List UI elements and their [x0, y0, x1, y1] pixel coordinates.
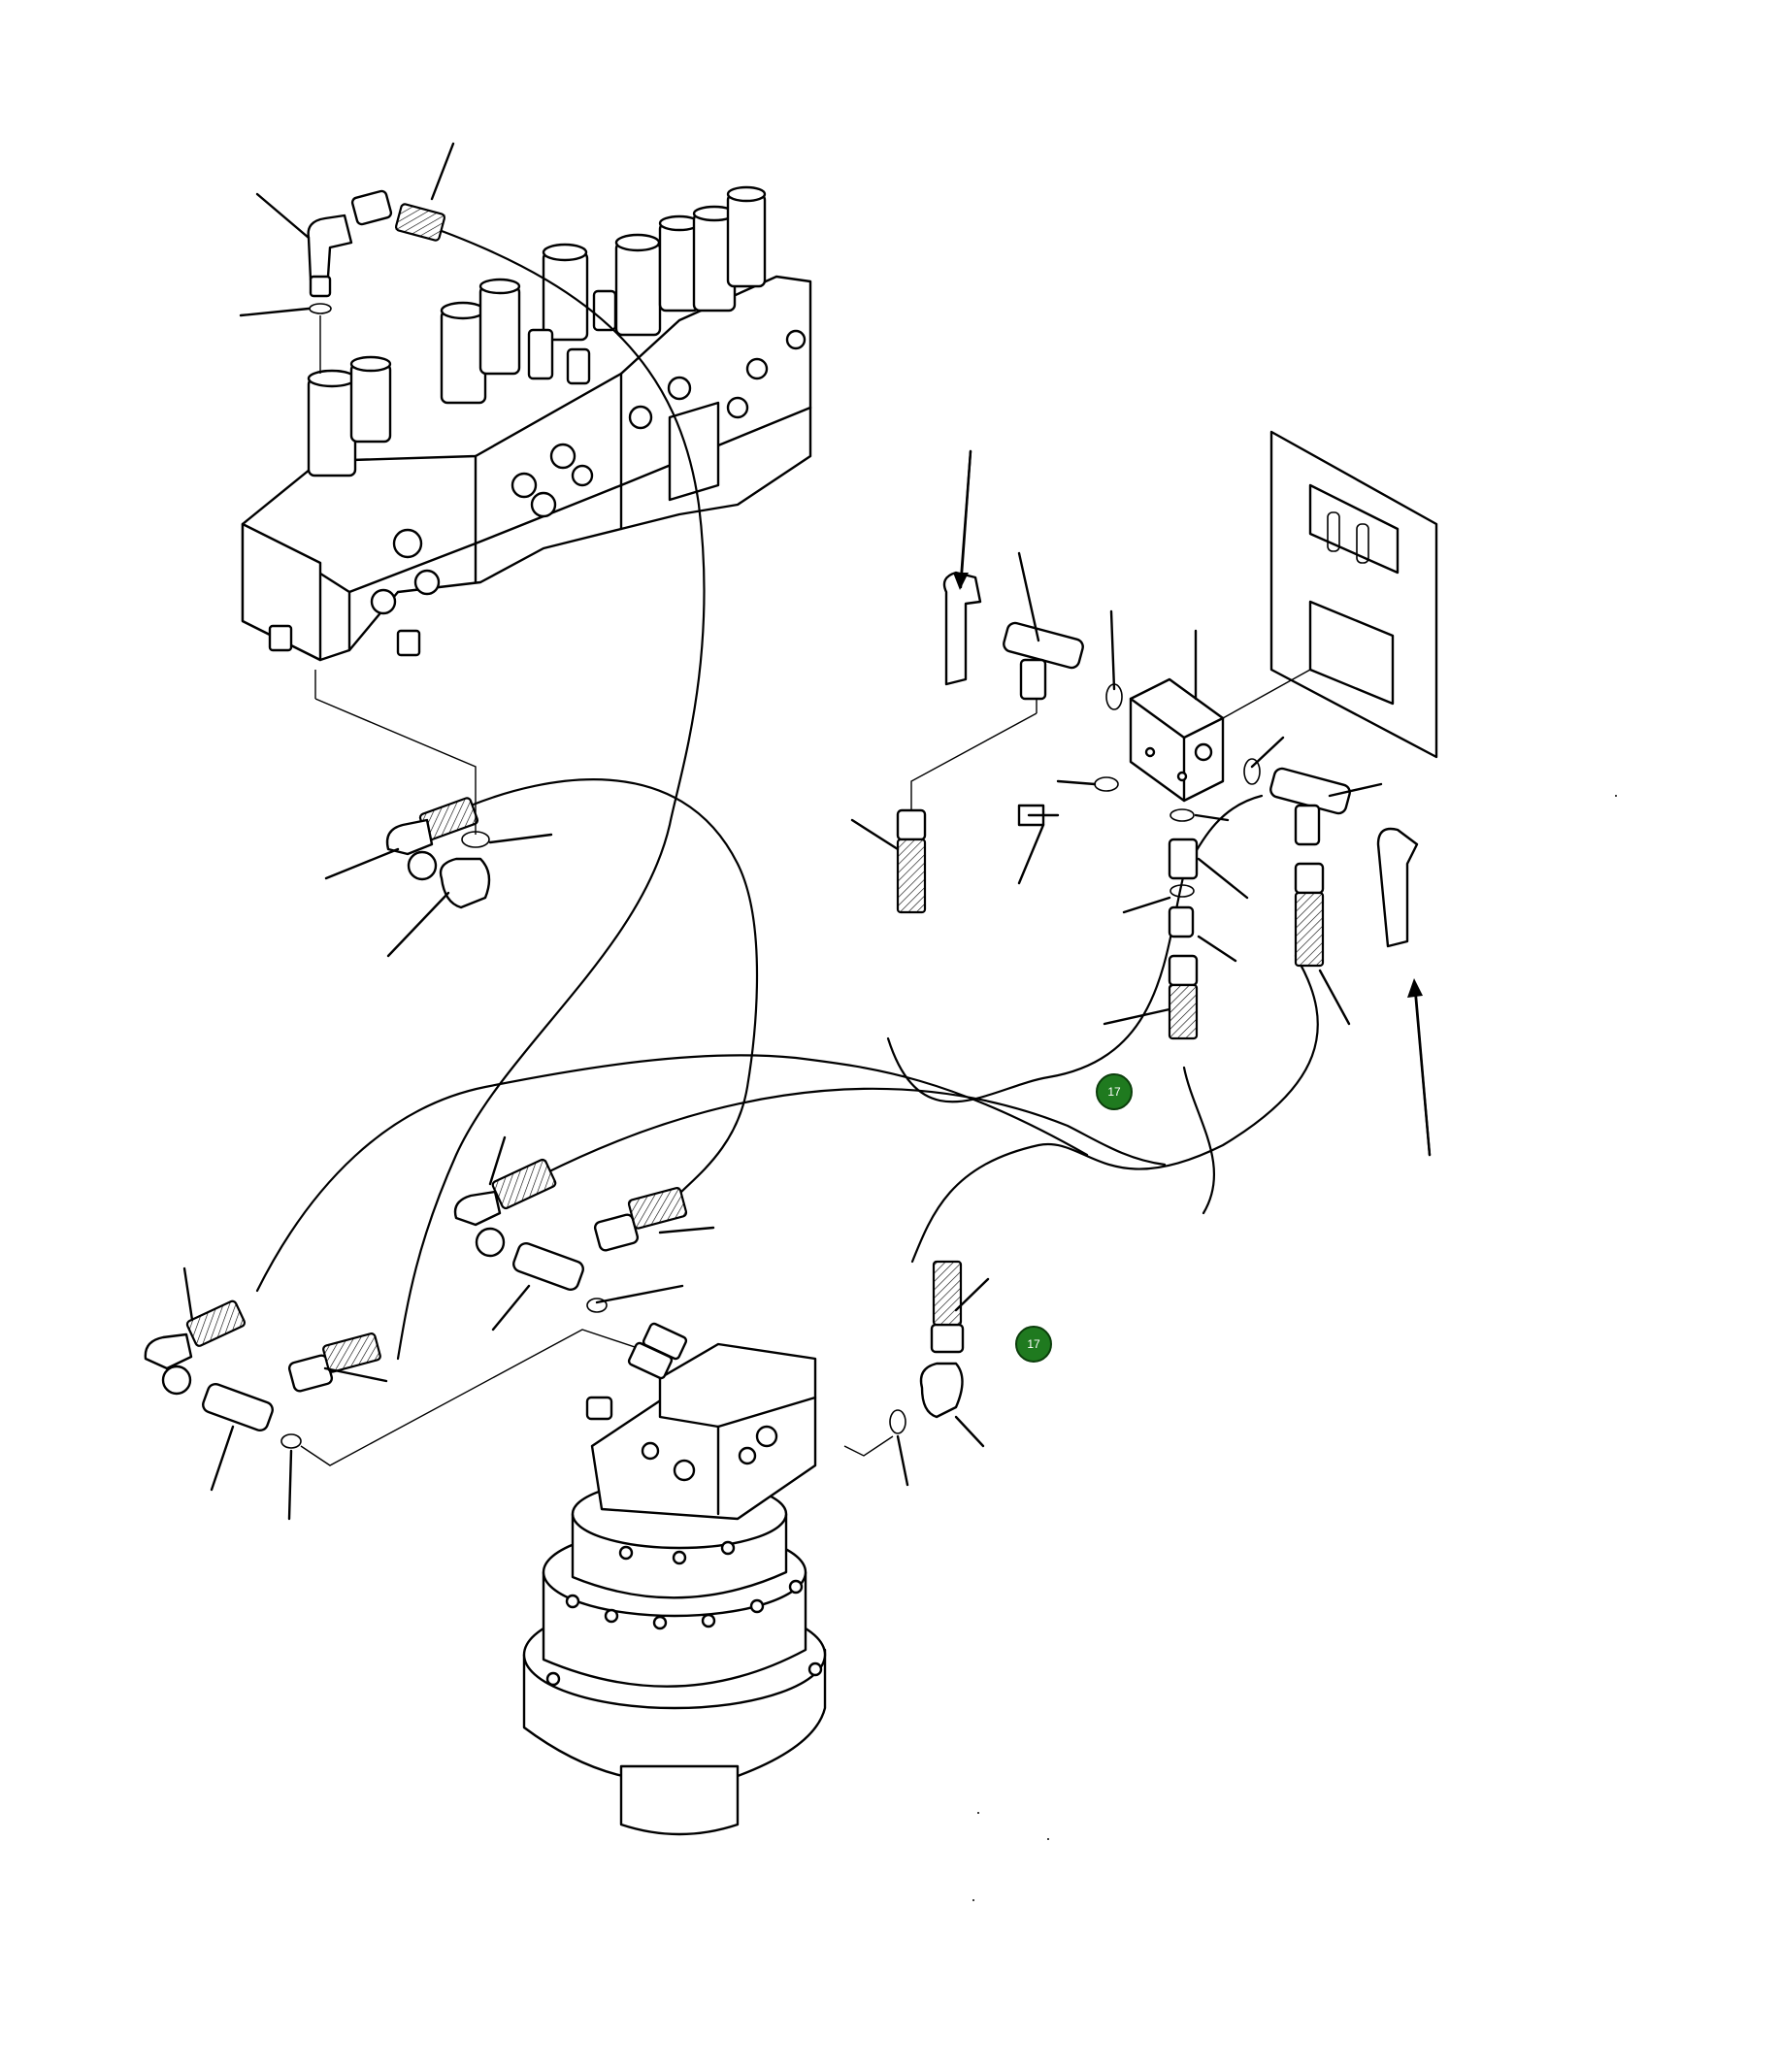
swing-motor	[522, 1260, 965, 1836]
left-lower-fittings	[144, 1299, 671, 1466]
manifold-assembly	[1129, 430, 1438, 803]
arrow-head-bottom	[1407, 978, 1423, 998]
leader-lines	[182, 142, 1432, 1521]
center-lower-fittings	[453, 1158, 688, 1313]
arrow-head-top	[953, 573, 969, 590]
left-middle-fittings	[314, 670, 491, 909]
hydraulic-hoses	[255, 229, 1319, 1361]
tee-fittings-right	[896, 571, 1419, 1040]
valve-elbow-fittings	[307, 189, 446, 374]
control-valve-block	[241, 185, 812, 662]
callout-17-lower[interactable]: 17	[1015, 1326, 1052, 1363]
callout-17-upper[interactable]: 17	[1096, 1073, 1133, 1110]
